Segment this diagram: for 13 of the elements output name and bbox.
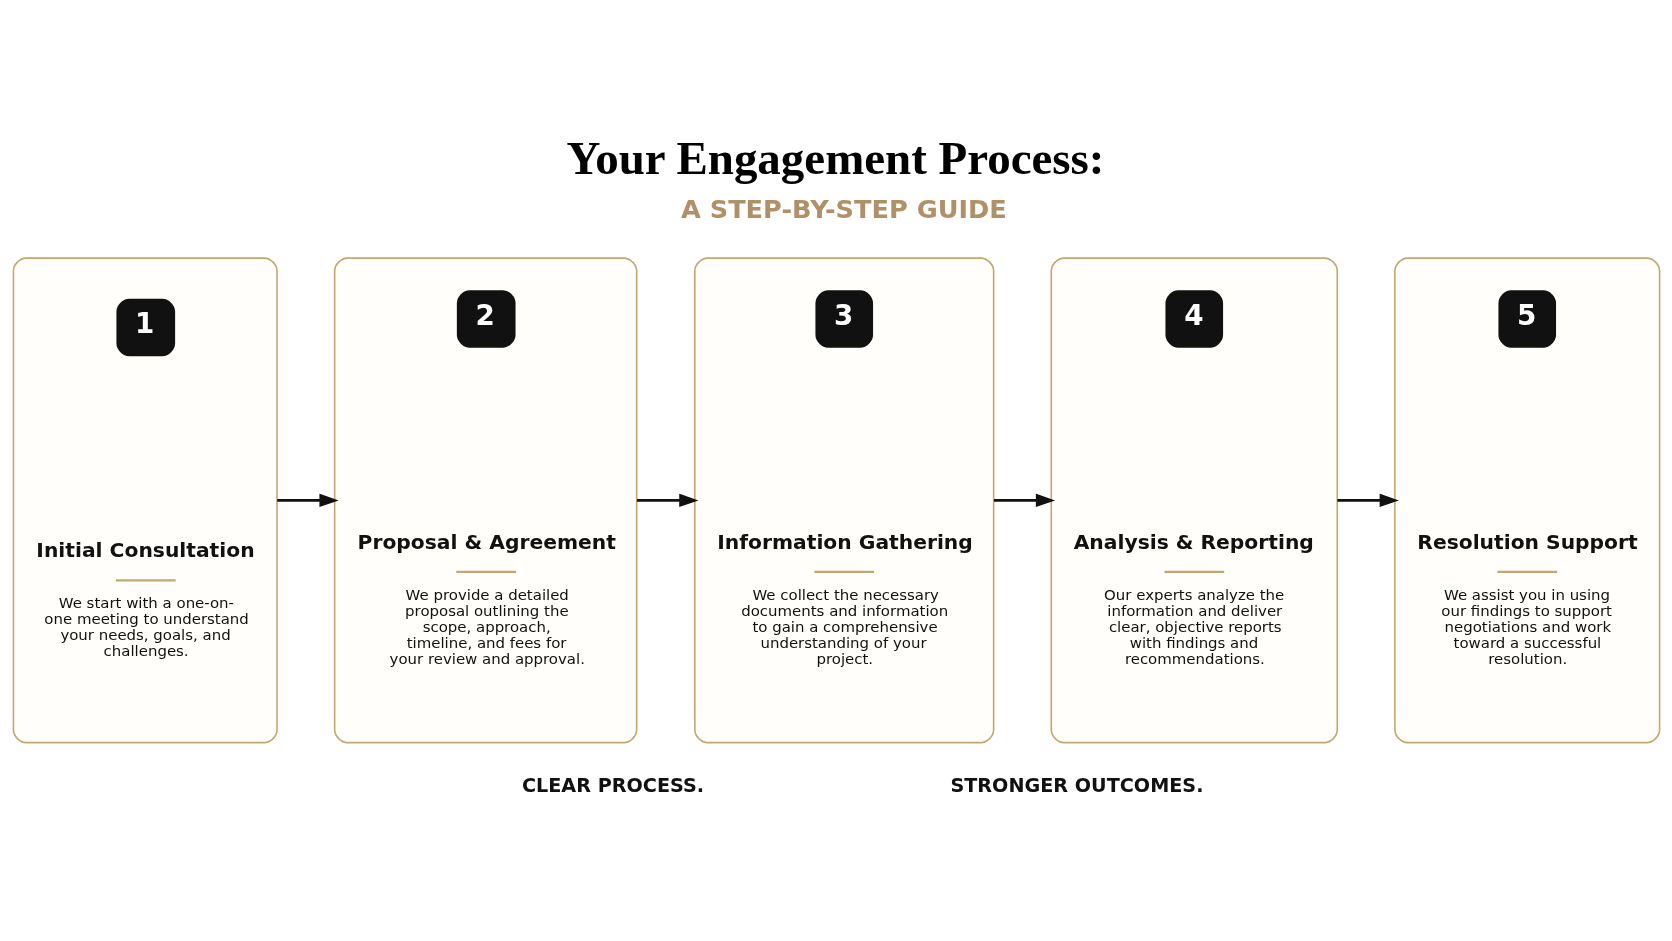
diagram-title: Your Engagement Process: [566,132,1104,185]
arrow [1336,493,1399,508]
label: CLEAR PROCESS. [521,774,704,798]
arrow [993,493,1055,508]
arrow [276,493,339,508]
arrow [636,493,698,508]
node-box: 1 Initial Consultation We start with a one-on-one meeting to understand your needs, goals, and challenges. [12,257,278,744]
label: A STEP-BY-STEP GUIDE [680,193,1007,224]
node-box: 2 Proposal & Agreement We provide a detailed proposal outlining the scope, approach, timeline, and fees for your review and approval. [333,257,637,744]
label: STRONGER OUTCOMES. [949,774,1203,798]
node-box: 5 Resolution Support We assist you in using our findings to support negotiations and work toward a successful resolution. [1393,257,1660,744]
node-box: 3 Information Gathering We collect the necessary documents and information to gain a comprehensive understanding of your project. [693,257,994,744]
node-box: 4 Analysis & Reporting Our experts analyze the information and deliver clear, objective reports with findings and recommendations. [1049,257,1338,744]
